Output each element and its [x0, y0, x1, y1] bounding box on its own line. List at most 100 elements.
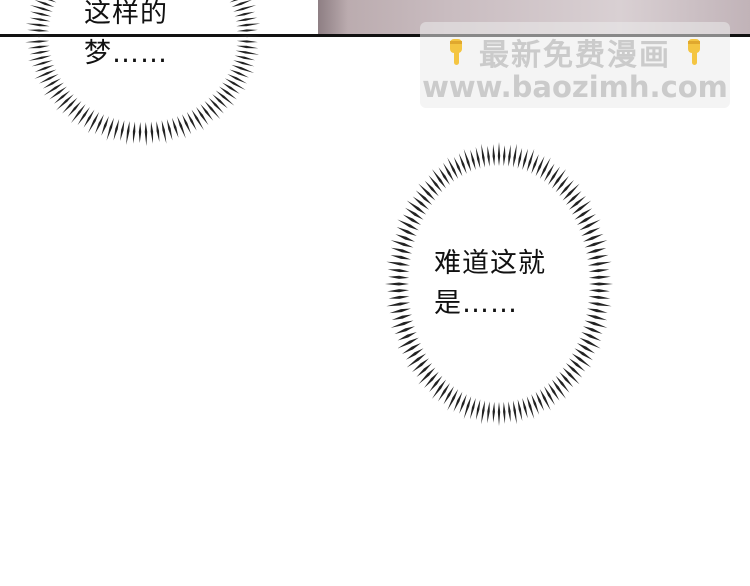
- bubble-spike: [568, 358, 586, 372]
- bubble-spike: [235, 17, 258, 22]
- bubble-spike: [583, 233, 604, 242]
- bubble-spike: [581, 331, 602, 341]
- bubble-spike: [585, 248, 607, 254]
- bubble-spike: [487, 145, 490, 167]
- bubble-spike: [231, 0, 252, 8]
- bubble-spike: [406, 200, 427, 215]
- bubble-spike: [551, 379, 567, 399]
- bubble-spike: [106, 117, 114, 141]
- bubble-spike: [49, 86, 67, 100]
- bubble-spike: [492, 401, 495, 423]
- bubble-spike: [47, 0, 57, 3]
- bubble-spike: [544, 163, 555, 182]
- bubble-spike: [196, 106, 209, 126]
- bubble-spike: [389, 308, 411, 314]
- bubble-spike: [551, 169, 567, 189]
- bubble-spike: [229, 69, 249, 78]
- bubble-spike: [388, 295, 410, 299]
- bubble-spike: [481, 400, 485, 425]
- bubble-spike: [588, 269, 610, 273]
- bubble-spike: [77, 106, 90, 126]
- bubble-spike: [83, 109, 95, 128]
- bubble-spike: [390, 320, 414, 328]
- bubble-spike: [443, 386, 454, 405]
- bubble-spike: [571, 353, 592, 368]
- bubble-spike: [235, 50, 260, 55]
- bubble-spike: [438, 167, 450, 186]
- bubble-spike: [535, 156, 545, 177]
- bubble-spike: [535, 391, 545, 411]
- bubble-spike: [559, 371, 574, 388]
- bubble-spike: [113, 119, 120, 141]
- bubble-spike: [34, 0, 55, 8]
- bubble-spike: [555, 175, 569, 193]
- thought-bubble-top: 这样的 梦……: [18, 0, 268, 146]
- bubble-spike: [212, 94, 228, 109]
- watermark-title-row: 最新免费漫画: [420, 30, 730, 74]
- bubble-spike: [579, 337, 601, 349]
- bubble-spike: [503, 145, 506, 167]
- bubble-spike: [38, 73, 59, 84]
- bubble-text-top: 这样的 梦……: [84, 0, 168, 74]
- bubble-spike: [562, 367, 580, 385]
- bubble-spike: [236, 29, 258, 32]
- bubble-spike: [571, 200, 592, 215]
- bubble-spike: [62, 97, 78, 114]
- bubble-spike: [27, 29, 50, 32]
- bubble-spike: [388, 275, 410, 279]
- bubble-spike: [200, 104, 214, 121]
- bubble-spike: [526, 148, 535, 172]
- bubble-spike: [53, 90, 71, 104]
- bubble-spike: [233, 5, 257, 12]
- bubble-spike: [587, 254, 609, 260]
- bubble-spike: [386, 302, 411, 307]
- bubble-spike: [29, 5, 53, 12]
- bubble-spike: [431, 379, 447, 399]
- bubble-spike: [481, 143, 485, 168]
- bubble-spike: [27, 45, 50, 49]
- bubble-spike: [31, 60, 53, 67]
- bubble-spike: [588, 295, 611, 299]
- watermark-url: www.baozimh.com: [422, 70, 728, 104]
- bubble-spike: [150, 121, 154, 144]
- bubble-spike: [475, 147, 481, 169]
- bubble-spike: [387, 289, 410, 293]
- bubble-spike: [227, 73, 248, 84]
- bubble-spike: [385, 282, 409, 286]
- bubble-spike: [428, 175, 443, 193]
- bubble-spike: [576, 214, 596, 225]
- bubble-spike: [236, 40, 258, 43]
- bubble-spike: [126, 121, 130, 145]
- bubble-spike: [204, 100, 221, 120]
- bubble-spike: [447, 157, 459, 179]
- bubble-spike: [387, 269, 410, 273]
- bubble-spike: [219, 86, 237, 100]
- bubble-spike: [565, 362, 583, 378]
- bubble-spike: [576, 343, 596, 354]
- bubble-spike: [229, 0, 239, 3]
- bubble-text-top-line1: 这样的: [84, 0, 168, 29]
- bubble-spike: [424, 371, 439, 389]
- bubble-text-top-line2: 梦……: [84, 38, 168, 69]
- bubble-spike: [583, 326, 603, 334]
- bubble-spike: [475, 399, 481, 420]
- bubble-spike: [397, 331, 417, 341]
- bubble-spike: [25, 40, 50, 43]
- spiky-bubble-outline: [385, 142, 613, 426]
- bubble-spike: [463, 148, 472, 172]
- bubble-spike: [587, 308, 608, 313]
- bubble-spike: [395, 234, 415, 242]
- bubble-spike: [492, 144, 495, 167]
- bubble-spike: [234, 55, 256, 61]
- bubble-spike: [34, 64, 55, 72]
- bubble-spike: [56, 94, 74, 111]
- bubble-spike: [574, 208, 593, 220]
- bubble-spike: [415, 190, 433, 206]
- bubble-spike: [581, 227, 601, 237]
- bubble-spike: [390, 240, 414, 248]
- bubble-spike: [438, 382, 450, 402]
- bubble-spike: [416, 362, 433, 378]
- bubble-spike: [191, 109, 204, 131]
- bubble-spike: [503, 401, 506, 424]
- bubble-spike: [166, 119, 173, 141]
